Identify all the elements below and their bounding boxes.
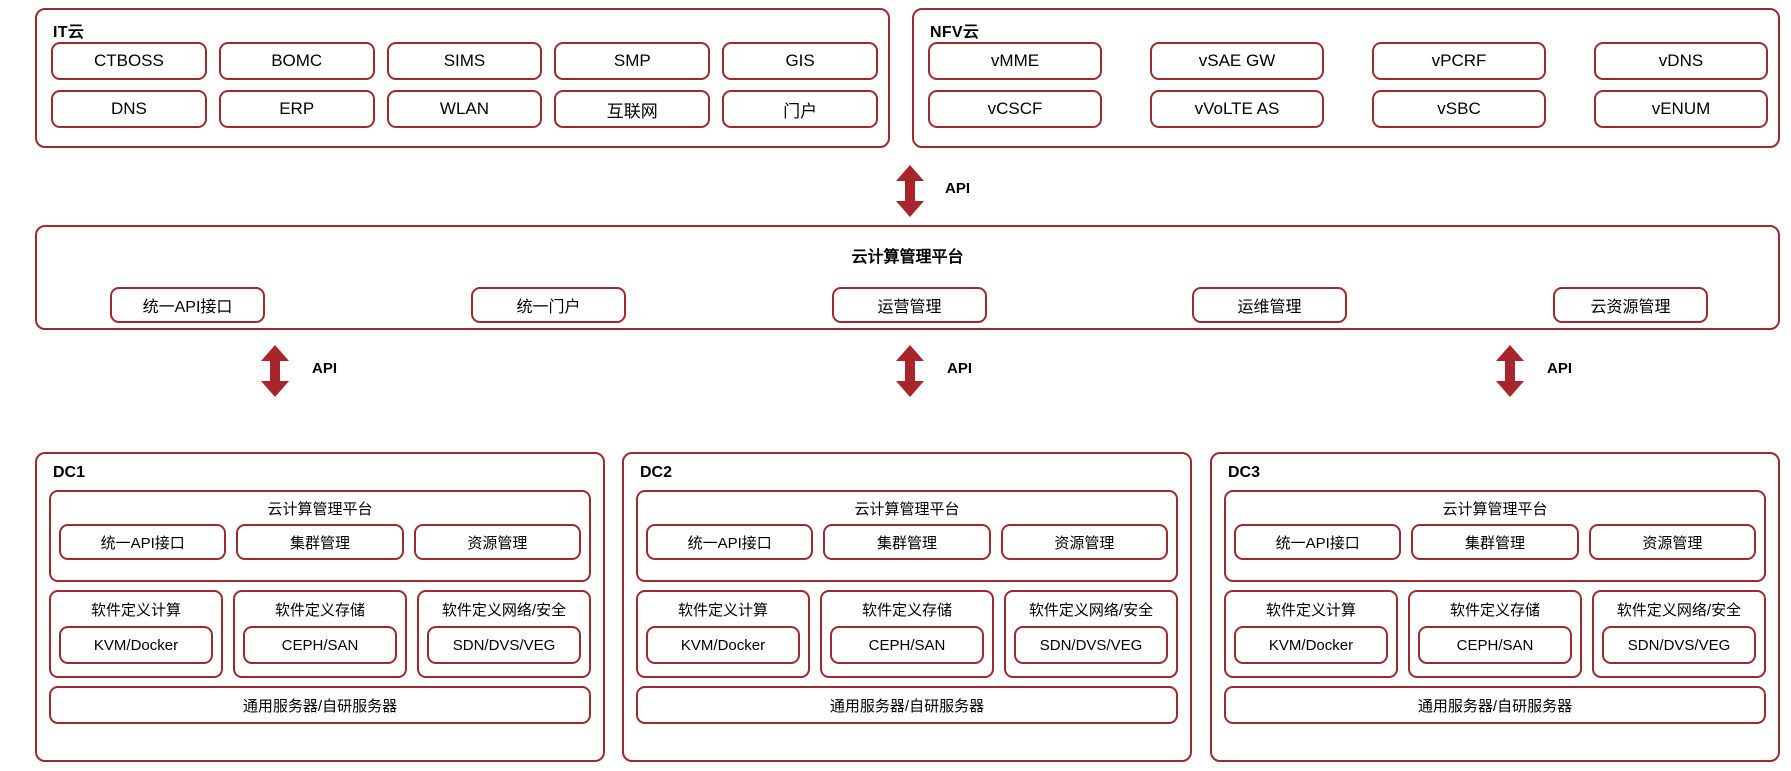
api-arrow-dc2: [895, 345, 925, 397]
platform-btn-maintenance[interactable]: 运维管理: [1192, 287, 1347, 323]
it-service-ctboss[interactable]: CTBOSS: [51, 42, 207, 80]
dc2-server-bar[interactable]: 通用服务器/自研服务器: [636, 686, 1178, 724]
dc1-btn-unified-api[interactable]: 统一API接口: [59, 524, 227, 560]
dc1-sdx-network: 软件定义网络/安全 SDN/DVS/VEG: [417, 590, 591, 678]
dc3-sdx-network-tech[interactable]: SDN/DVS/VEG: [1602, 626, 1756, 664]
datacenter-dc2: DC2 云计算管理平台 统一API接口 集群管理 资源管理 软件定义计算 KVM…: [622, 452, 1192, 762]
dc1-sdx-compute-title: 软件定义计算: [90, 602, 181, 619]
it-service-erp[interactable]: ERP: [218, 90, 375, 128]
dc1-sdx-compute: 软件定义计算 KVM/Docker: [49, 590, 223, 678]
api-label-dc3: API: [1547, 360, 1573, 377]
dc2-platform-title: 云计算管理平台: [854, 501, 960, 518]
dc1-sdx-compute-tech[interactable]: KVM/Docker: [59, 626, 213, 664]
it-service-wlan[interactable]: WLAN: [386, 90, 543, 128]
dc1-btn-cluster-mgmt[interactable]: 集群管理: [236, 524, 404, 560]
dc1-platform-box: 云计算管理平台 统一API接口 集群管理 资源管理: [49, 490, 591, 582]
dc3-platform-buttons: 统一API接口 集群管理 资源管理: [1234, 524, 1756, 560]
nfv-service-vsbc[interactable]: vSBC: [1372, 90, 1546, 128]
dc1-sdx-storage-title: 软件定义存储: [274, 602, 365, 619]
dc1-platform-buttons: 统一API接口 集群管理 资源管理: [59, 524, 581, 560]
dc3-server-bar[interactable]: 通用服务器/自研服务器: [1224, 686, 1766, 724]
platform-btn-cloud-resource[interactable]: 云资源管理: [1553, 287, 1708, 323]
cloud-platform-container: 云计算管理平台 统一API接口 统一门户 运营管理 运维管理 云资源管理: [35, 225, 1780, 330]
dc3-platform-title: 云计算管理平台: [1442, 501, 1548, 518]
dc1-software-defined-row: 软件定义计算 KVM/Docker 软件定义存储 CEPH/SAN 软件定义网络…: [49, 590, 591, 678]
nfv-cloud-container: NFV云 vMME vSAE GW vPCRF vDNS vCSCF vVoLT…: [912, 8, 1780, 148]
dc2-platform-buttons: 统一API接口 集群管理 资源管理: [646, 524, 1168, 560]
dc3-platform-box: 云计算管理平台 统一API接口 集群管理 资源管理: [1224, 490, 1766, 582]
dc1-sdx-network-title: 软件定义网络/安全: [441, 602, 567, 619]
it-service-bomc[interactable]: BOMC: [218, 42, 375, 80]
dc3-sdx-network: 软件定义网络/安全 SDN/DVS/VEG: [1592, 590, 1766, 678]
it-service-sims[interactable]: SIMS: [386, 42, 543, 80]
nfv-service-vmme[interactable]: vMME: [928, 42, 1102, 80]
dc3-sdx-storage-tech[interactable]: CEPH/SAN: [1418, 626, 1572, 664]
dc1-title: DC1: [53, 464, 86, 481]
dc1-server-bar[interactable]: 通用服务器/自研服务器: [49, 686, 591, 724]
api-arrow-dc3: [1495, 345, 1525, 397]
dc3-btn-cluster-mgmt[interactable]: 集群管理: [1411, 524, 1579, 560]
nfv-service-vcscf[interactable]: vCSCF: [928, 90, 1102, 128]
dc1-sdx-network-tech[interactable]: SDN/DVS/VEG: [427, 626, 581, 664]
dc2-btn-cluster-mgmt[interactable]: 集群管理: [823, 524, 991, 560]
dc2-sdx-storage: 软件定义存储 CEPH/SAN: [820, 590, 994, 678]
it-service-dns[interactable]: DNS: [51, 90, 207, 128]
dc1-platform-title: 云计算管理平台: [267, 501, 373, 518]
api-label-top: API: [945, 180, 971, 197]
dc2-sdx-network: 软件定义网络/安全 SDN/DVS/VEG: [1004, 590, 1178, 678]
it-cloud-service-grid: CTBOSS BOMC SIMS SMP GIS DNS ERP WLAN 互联…: [51, 42, 878, 128]
dc2-platform-box: 云计算管理平台 统一API接口 集群管理 资源管理: [636, 490, 1178, 582]
nfv-service-vdns[interactable]: vDNS: [1594, 42, 1768, 80]
api-label-dc2: API: [947, 360, 973, 377]
dc1-sdx-storage-tech[interactable]: CEPH/SAN: [243, 626, 397, 664]
dc3-title: DC3: [1228, 464, 1261, 481]
it-service-smp[interactable]: SMP: [554, 42, 711, 80]
it-cloud-container: IT云 CTBOSS BOMC SIMS SMP GIS DNS ERP WLA…: [35, 8, 890, 148]
datacenter-dc1: DC1 云计算管理平台 统一API接口 集群管理 资源管理 软件定义计算 KVM…: [35, 452, 605, 762]
it-service-gis[interactable]: GIS: [722, 42, 878, 80]
platform-btn-operations[interactable]: 运营管理: [832, 287, 987, 323]
dc2-sdx-compute-title: 软件定义计算: [677, 602, 768, 619]
dc2-sdx-compute: 软件定义计算 KVM/Docker: [636, 590, 810, 678]
it-service-portal[interactable]: 门户: [722, 90, 878, 128]
dc3-sdx-storage-title: 软件定义存储: [1449, 602, 1540, 619]
dc2-sdx-storage-title: 软件定义存储: [861, 602, 952, 619]
nfv-service-vsae-gw[interactable]: vSAE GW: [1150, 42, 1324, 80]
dc2-btn-resource-mgmt[interactable]: 资源管理: [1000, 524, 1168, 560]
dc1-sdx-storage: 软件定义存储 CEPH/SAN: [233, 590, 407, 678]
platform-btn-unified-api[interactable]: 统一API接口: [110, 287, 265, 323]
cloud-platform-title: 云计算管理平台: [851, 249, 964, 266]
dc2-sdx-storage-tech[interactable]: CEPH/SAN: [830, 626, 984, 664]
it-service-internet[interactable]: 互联网: [554, 90, 711, 128]
api-arrow-dc1: [260, 345, 290, 397]
datacenter-dc3: DC3 云计算管理平台 统一API接口 集群管理 资源管理 软件定义计算 KVM…: [1210, 452, 1780, 762]
dc2-title: DC2: [640, 464, 673, 481]
it-cloud-title: IT云: [53, 24, 85, 41]
api-label-dc1: API: [312, 360, 338, 377]
nfv-cloud-service-grid: vMME vSAE GW vPCRF vDNS vCSCF vVoLTE AS …: [928, 42, 1768, 128]
platform-btn-unified-portal[interactable]: 统一门户: [471, 287, 626, 323]
nfv-service-vpcrf[interactable]: vPCRF: [1372, 42, 1546, 80]
api-arrow-top: [895, 165, 925, 217]
dc3-btn-resource-mgmt[interactable]: 资源管理: [1588, 524, 1756, 560]
dc3-sdx-storage: 软件定义存储 CEPH/SAN: [1408, 590, 1582, 678]
dc1-btn-resource-mgmt[interactable]: 资源管理: [413, 524, 581, 560]
nfv-cloud-title: NFV云: [930, 24, 980, 41]
dc2-sdx-network-tech[interactable]: SDN/DVS/VEG: [1014, 626, 1168, 664]
dc2-sdx-compute-tech[interactable]: KVM/Docker: [646, 626, 800, 664]
dc3-sdx-network-title: 软件定义网络/安全: [1616, 602, 1742, 619]
nfv-service-venum[interactable]: vENUM: [1594, 90, 1768, 128]
dc3-btn-unified-api[interactable]: 统一API接口: [1234, 524, 1402, 560]
dc3-sdx-compute-title: 软件定义计算: [1265, 602, 1356, 619]
dc3-sdx-compute: 软件定义计算 KVM/Docker: [1224, 590, 1398, 678]
dc3-software-defined-row: 软件定义计算 KVM/Docker 软件定义存储 CEPH/SAN 软件定义网络…: [1224, 590, 1766, 678]
dc2-software-defined-row: 软件定义计算 KVM/Docker 软件定义存储 CEPH/SAN 软件定义网络…: [636, 590, 1178, 678]
dc2-sdx-network-title: 软件定义网络/安全: [1028, 602, 1154, 619]
dc3-sdx-compute-tech[interactable]: KVM/Docker: [1234, 626, 1388, 664]
dc2-btn-unified-api[interactable]: 统一API接口: [646, 524, 814, 560]
nfv-service-vvolte-as[interactable]: vVoLTE AS: [1150, 90, 1324, 128]
